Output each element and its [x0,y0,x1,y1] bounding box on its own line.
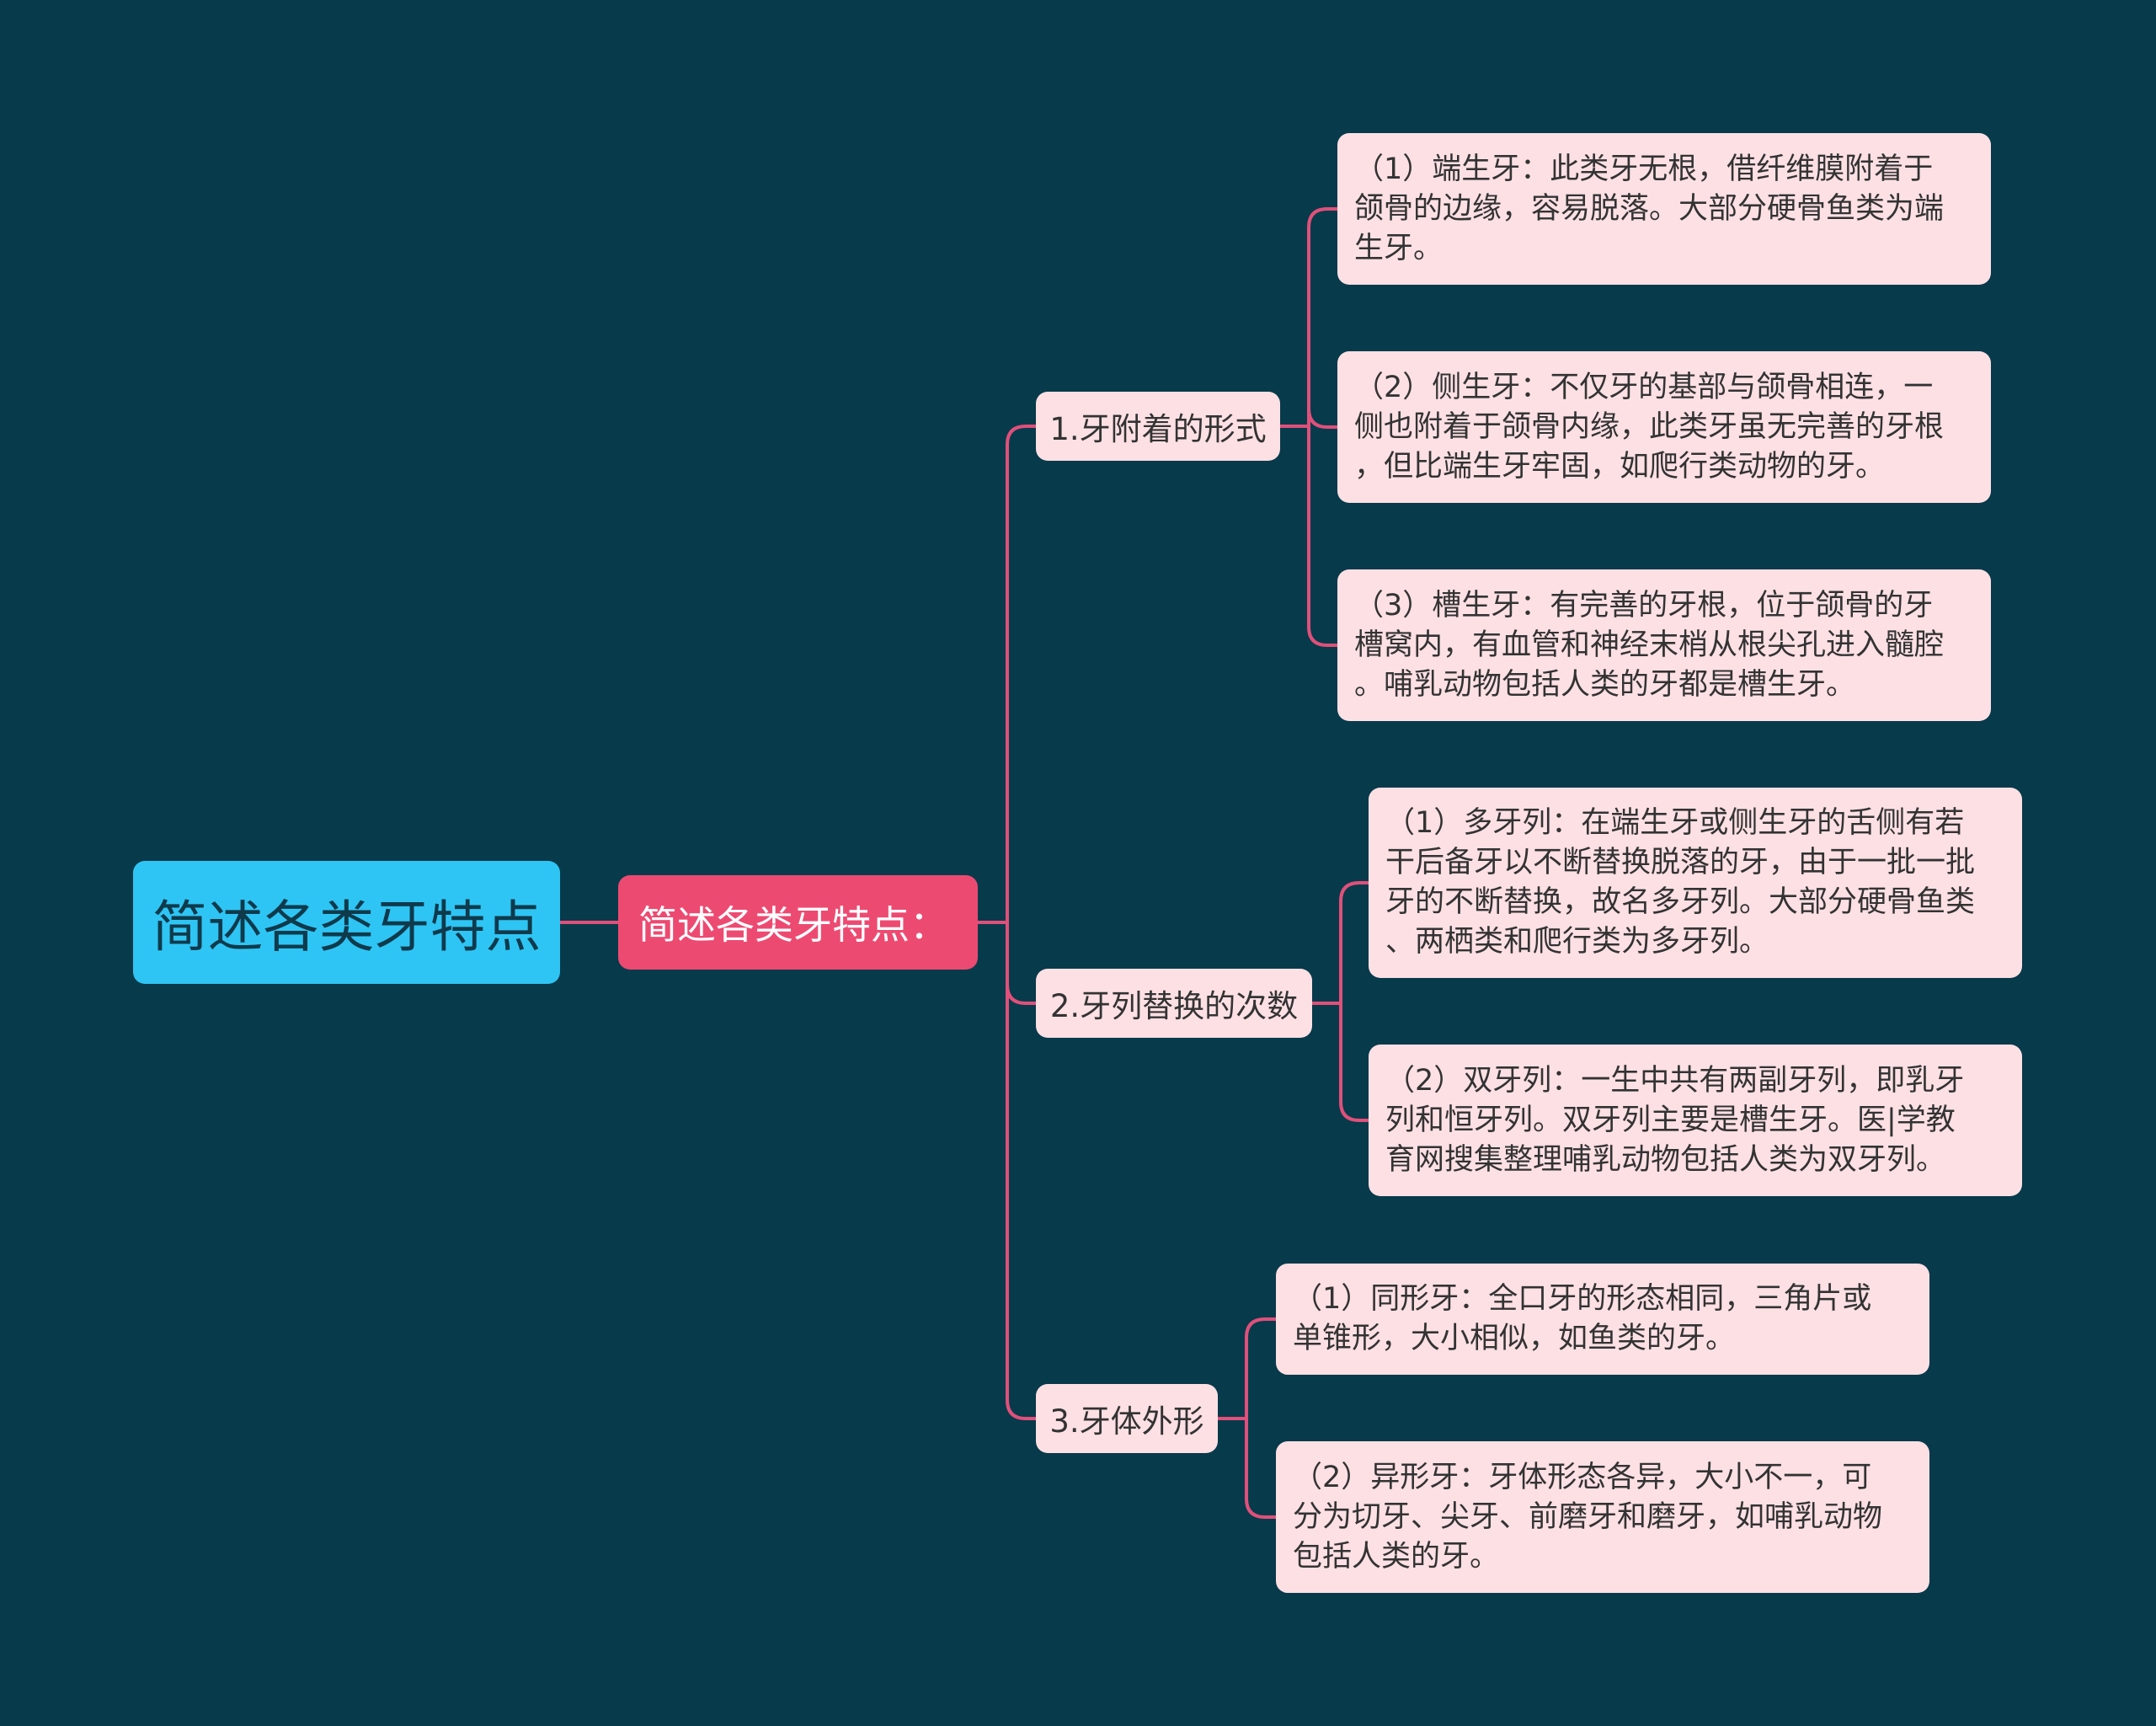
leaf-text: （1）多牙列：在端生牙或侧生牙的舌侧有若 干后备牙以不断替换脱落的牙，由于一批一… [1385,806,1976,959]
leaf-text: （1）端生牙：此类牙无根，借纤维膜附着于 颌骨的边缘，容易脱落。大部分硬骨鱼类为… [1354,152,1945,265]
leaf-text: （2）侧生牙：不仅牙的基部与颌骨相连，一 侧也附着于颌骨内缘，此类牙虽无完善的牙… [1354,370,1945,484]
main-topic3-connector [978,921,1036,1420]
leaf-node-polyphyodont[interactable]: （1）多牙列：在端生牙或侧生牙的舌侧有若 干后备牙以不断替换脱落的牙，由于一批一… [1369,788,2022,978]
leaf-node-pleurodont[interactable]: （2）侧生牙：不仅牙的基部与颌骨相连，一 侧也附着于颌骨内缘，此类牙虽无完善的牙… [1337,351,1991,503]
leaf-node-thecodont[interactable]: （3）槽生牙：有完善的牙根，位于颌骨的牙 槽窝内，有血管和神经末梢从根尖孔进入髓… [1337,569,1991,721]
topic2-leaf1-connector [1312,881,1369,1005]
topic1-leaf2-connector [1280,408,1337,429]
topic3-leaf2-connector [1218,1417,1276,1519]
topic-label: 3.牙体外形 [1049,1403,1204,1440]
leaf-text: （1）同形牙：全口牙的形态相同，三角片或 单锥形，大小相似，如鱼类的牙。 [1293,1282,1872,1355]
topic-node-replacement[interactable]: 2.牙列替换的次数 [1036,969,1312,1038]
leaf-text: （3）槽生牙：有完善的牙根，位于颌骨的牙 槽窝内，有血管和神经末梢从根尖孔进入髓… [1354,588,1945,702]
topic-node-attachment[interactable]: 1.牙附着的形式 [1036,392,1280,461]
leaf-node-homodont[interactable]: （1）同形牙：全口牙的形态相同，三角片或 单锥形，大小相似，如鱼类的牙。 [1276,1264,1929,1375]
topic-node-shape[interactable]: 3.牙体外形 [1036,1384,1218,1453]
leaf-text: （2）异形牙：牙体形态各异，大小不一，可 分为切牙、尖牙、前磨牙和磨牙，如哺乳动… [1293,1460,1883,1574]
leaf-text: （2）双牙列：一生中共有两副牙列，即乳牙 列和恒牙列。双牙列主要是槽生牙。医|学… [1385,1063,1965,1177]
root-node-label: 简述各类牙特点 [152,895,542,959]
leaf-node-acrodont[interactable]: （1）端生牙：此类牙无根，借纤维膜附着于 颌骨的边缘，容易脱落。大部分硬骨鱼类为… [1337,133,1991,285]
leaf-node-heterodont[interactable]: （2）异形牙：牙体形态各异，大小不一，可 分为切牙、尖牙、前磨牙和磨牙，如哺乳动… [1276,1441,1929,1593]
topic3-leaf1-connector [1218,1317,1276,1420]
topic2-leaf2-connector [1312,1002,1369,1122]
topic1-leaf3-connector [1280,425,1337,647]
leaf-node-diphyodont[interactable]: （2）双牙列：一生中共有两副牙列，即乳牙 列和恒牙列。双牙列主要是槽生牙。医|学… [1369,1045,2022,1196]
topic1-leaf1-connector [1280,207,1337,428]
root-node[interactable]: 简述各类牙特点 [133,861,560,984]
main-topic1-connector [978,425,1036,924]
topic-label: 2.牙列替换的次数 [1049,988,1299,1024]
topic-label: 1.牙附着的形式 [1049,411,1267,447]
main-node[interactable]: 简述各类牙特点： [618,875,978,970]
main-node-label: 简述各类牙特点： [638,902,948,948]
